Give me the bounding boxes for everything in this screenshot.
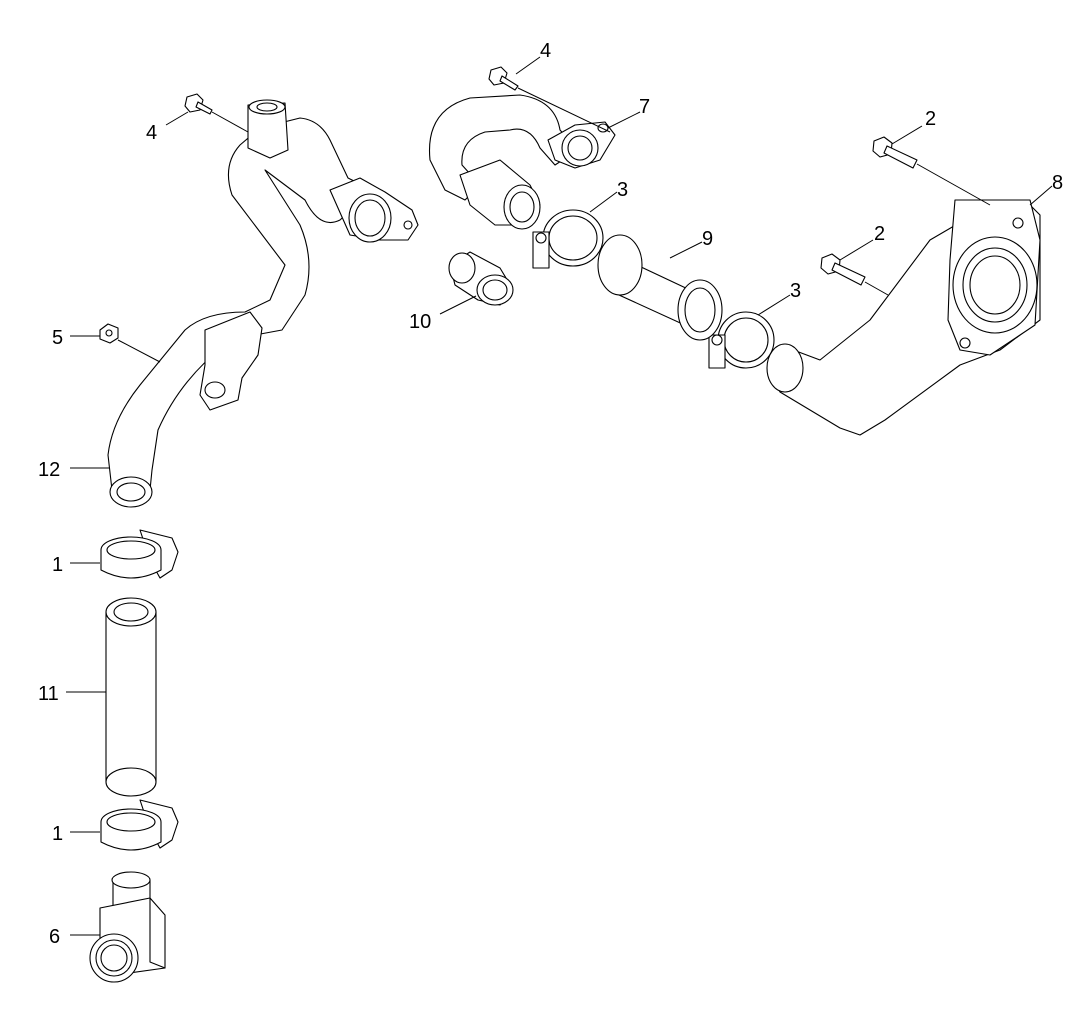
callout-3-lower: 3 [790,280,801,302]
callout-4-left: 4 [146,122,157,144]
pipe-part-7 [428,94,616,230]
callout-11: 11 [38,683,59,705]
nut-part-5 [99,323,119,344]
callout-2-lower: 2 [874,223,885,245]
callout-8: 8 [1052,172,1063,194]
callout-1-upper: 1 [52,554,63,576]
hose-part-11 [105,597,157,797]
outlet-part-8 [766,199,1041,436]
callout-12: 12 [38,459,60,481]
bolt-part-2-upper [872,136,918,169]
callout-4-upper: 4 [540,40,551,62]
callout-9: 9 [702,228,713,250]
callout-5: 5 [52,327,63,349]
callout-7: 7 [639,96,650,118]
coupling-part-10 [448,251,514,306]
clamp-part-3-upper [532,209,604,269]
callout-3-upper: 3 [617,179,628,201]
callout-labels: 1 1 2 2 3 3 4 4 5 6 7 8 9 10 11 12 [38,40,1063,948]
bolt-part-2-lower [820,253,866,286]
callout-1-lower: 1 [52,823,63,845]
elbow-part-6 [89,871,166,983]
bolt-part-4-left [184,93,213,115]
callout-2-upper: 2 [925,108,936,130]
callout-6: 6 [49,926,60,948]
leader-lines [66,56,1053,936]
callout-10: 10 [409,311,431,333]
clamp-part-3-lower [708,311,775,369]
pipe-part-12 [107,99,419,508]
bolt-part-4-upper [488,66,519,91]
clamp-part-1-upper [100,529,179,579]
hose-part-9 [597,234,723,341]
clamp-part-1-lower [100,799,179,851]
